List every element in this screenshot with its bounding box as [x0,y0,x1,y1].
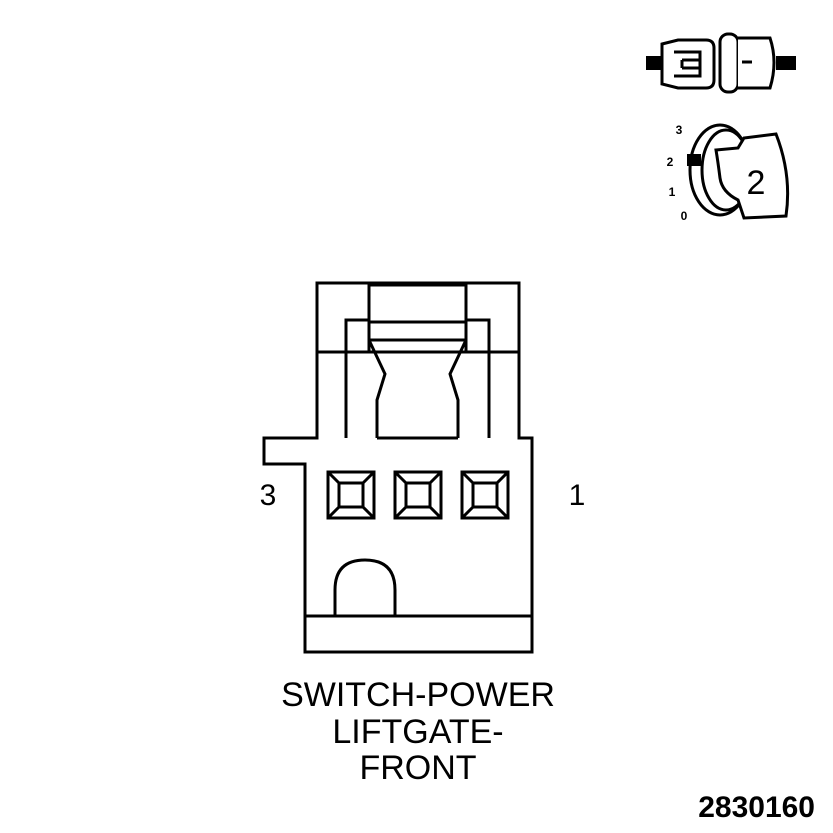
connector-name-line-3: FRONT [359,749,476,787]
connector-mating-icon [646,32,796,94]
key-position-label-2: 2 [667,155,674,169]
pin-label-left: 3 [260,479,277,512]
connector-body-outline [262,350,534,654]
terminal-cavities [326,470,510,520]
pin-label-right: 1 [569,479,586,512]
key-position-icon: 3 2 1 0 2 [667,123,790,223]
connector-name-line-1: SWITCH-POWER [281,676,555,714]
terminal-cavity [393,470,443,520]
terminal-cavity [326,470,376,520]
key-position-label-1: 1 [669,185,676,199]
connector-name-line-2: LIFTGATE- [332,713,503,751]
key-position-label-3: 3 [676,123,683,137]
polarizing-key [333,558,397,616]
key-position-label-0: 0 [681,209,688,223]
latch-housing [315,281,521,352]
latch-tab [367,283,468,354]
figure-number: 2830160 [698,791,815,824]
connector-face [262,281,534,654]
terminal-cavity [460,470,510,520]
key-selected-position: 2 [747,164,766,202]
key-head [714,132,790,220]
